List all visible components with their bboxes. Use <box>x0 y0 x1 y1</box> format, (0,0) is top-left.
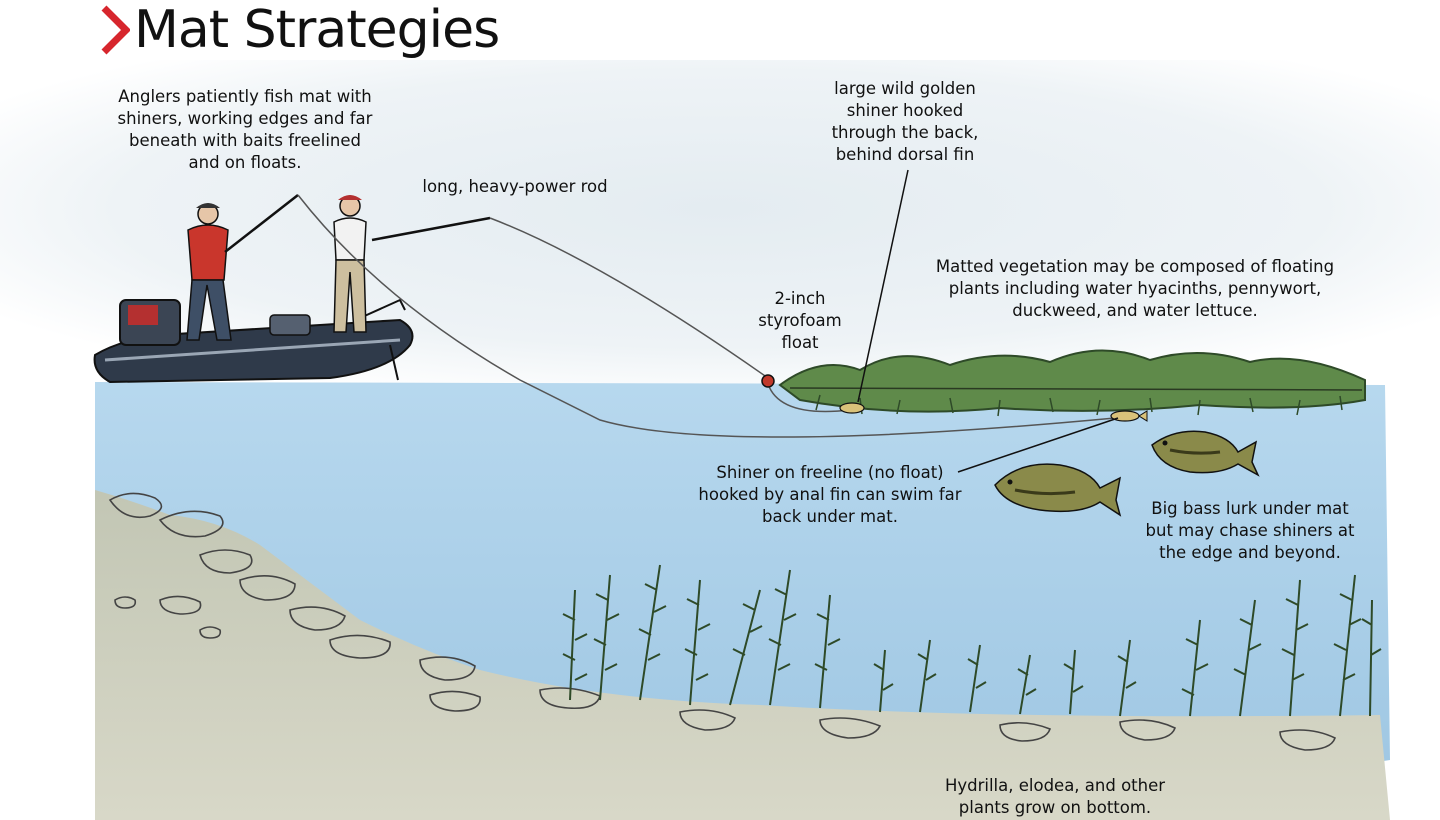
largemouth-bass-1 <box>994 463 1122 517</box>
anglers-caption: Anglers patiently fish mat with shiners,… <box>117 87 373 172</box>
float-caption: 2-inch styrofoam float <box>758 289 842 352</box>
angler-right <box>333 195 367 333</box>
fishing-rods <box>224 194 491 253</box>
golden-shiner-caption: large wild golden shiner hooked through … <box>831 79 979 164</box>
bottom-rocks <box>108 492 1336 751</box>
angler-left <box>186 203 232 341</box>
styrofoam-float <box>761 374 775 388</box>
bass-caption: Big bass lurk under mat but may chase sh… <box>1145 499 1355 562</box>
bass-boat <box>93 298 414 384</box>
rod-caption: long, heavy-power rod <box>422 177 608 196</box>
fishing-lines <box>297 194 1116 438</box>
floating-vegetation-mat <box>778 349 1366 417</box>
callout-lines <box>857 169 1119 473</box>
mat-vegetation-caption: Matted vegetation may be composed of flo… <box>935 257 1335 320</box>
title-text: Mat Strategies <box>134 0 500 60</box>
freeline-caption: Shiner on freeline (no float) hooked by … <box>698 463 962 526</box>
lake-bottom <box>95 490 1390 820</box>
chevron-right-icon <box>101 5 130 55</box>
bottom-plants-caption: Hydrilla, elodea, and other plants grow … <box>944 776 1166 817</box>
golden-shiner-under-mat <box>839 402 865 414</box>
page-title: Mat Strategies <box>100 0 500 62</box>
largemouth-bass-2 <box>1151 430 1260 477</box>
bottom-weeds <box>562 564 1382 717</box>
